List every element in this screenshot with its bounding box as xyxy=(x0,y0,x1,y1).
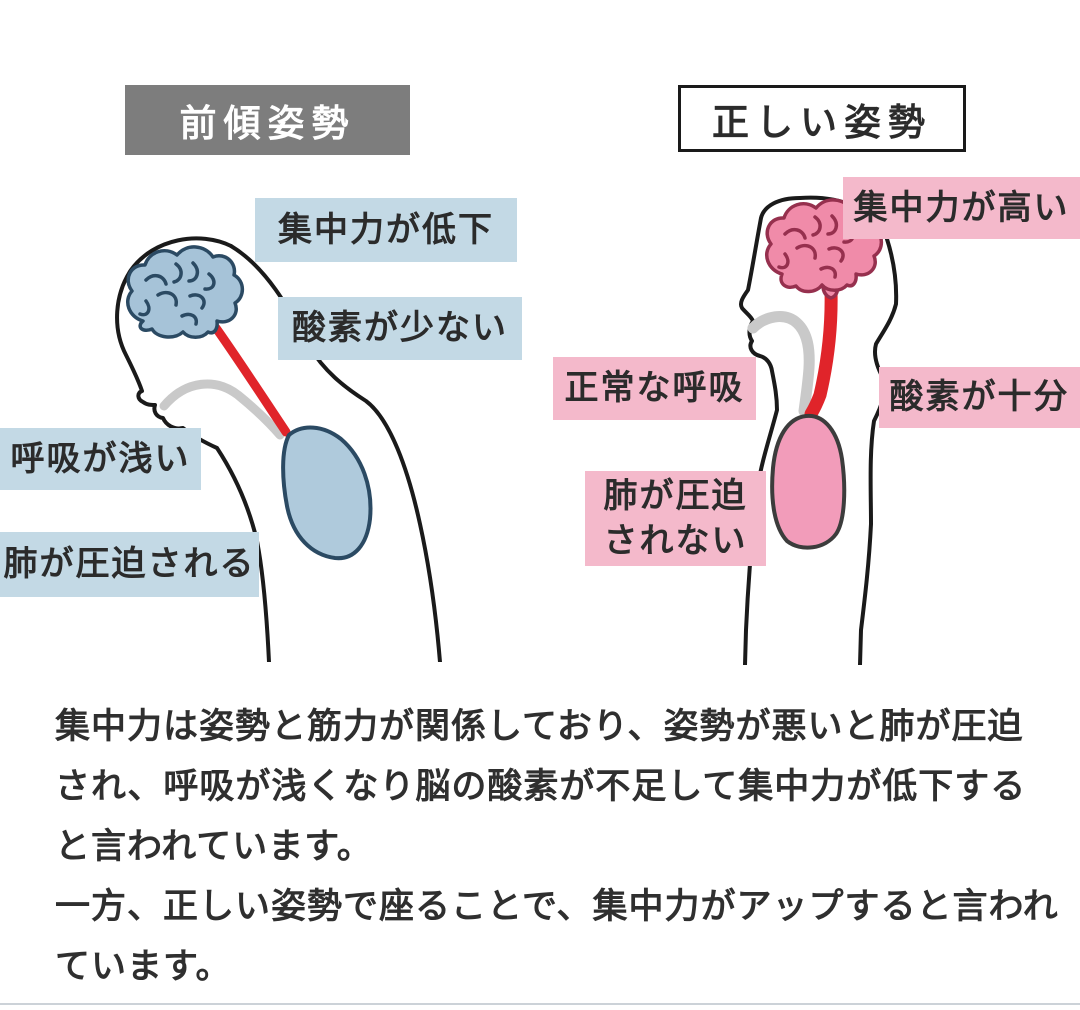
forward-posture-title: 前傾姿勢 xyxy=(125,85,410,155)
brain-folds xyxy=(138,261,216,326)
windpipe-line xyxy=(159,379,285,440)
head-face-outline xyxy=(115,236,271,662)
label-oxygen-sufficient: 酸素が十分 xyxy=(879,367,1080,428)
artery-line xyxy=(211,323,291,437)
paragraph-line: と言われています。 xyxy=(55,827,373,866)
label-breathing-shallow: 呼吸が浅い xyxy=(0,428,201,490)
label-oxygen-low: 酸素が少ない xyxy=(278,297,522,360)
label-lungs-compressed: 肺が圧迫される xyxy=(0,532,259,597)
lung-icon xyxy=(770,413,847,550)
lung-icon xyxy=(281,425,373,561)
paragraph-line: 一方、正しい姿勢で座ることで、集中力がアップすると言われ xyxy=(55,887,1059,926)
brain-icon xyxy=(126,245,245,339)
label-concentration-high: 集中力が高い xyxy=(843,177,1080,239)
description-paragraph: 集中力は姿勢と筋力が関係しており、姿勢が悪いと肺が圧迫 され、呼吸が浅くなり脳の… xyxy=(55,697,1060,997)
windpipe-line xyxy=(747,311,815,417)
paragraph-line: 集中力は姿勢と筋力が関係しており、姿勢が悪いと肺が圧迫 xyxy=(55,707,1024,746)
label-concentration-low: 集中力が低下 xyxy=(255,198,517,262)
paragraph-line: ています。 xyxy=(55,947,232,986)
artery-line xyxy=(804,283,838,421)
correct-posture-title: 正しい姿勢 xyxy=(678,85,966,152)
label-lungs-not-compressed: 肺が圧迫 されない xyxy=(585,471,766,566)
label-breathing-normal: 正常な呼吸 xyxy=(553,357,756,420)
paragraph-line: され、呼吸が浅くなり脳の酸素が不足して集中力が低下する xyxy=(55,767,1027,806)
bottom-divider xyxy=(0,1003,1080,1005)
